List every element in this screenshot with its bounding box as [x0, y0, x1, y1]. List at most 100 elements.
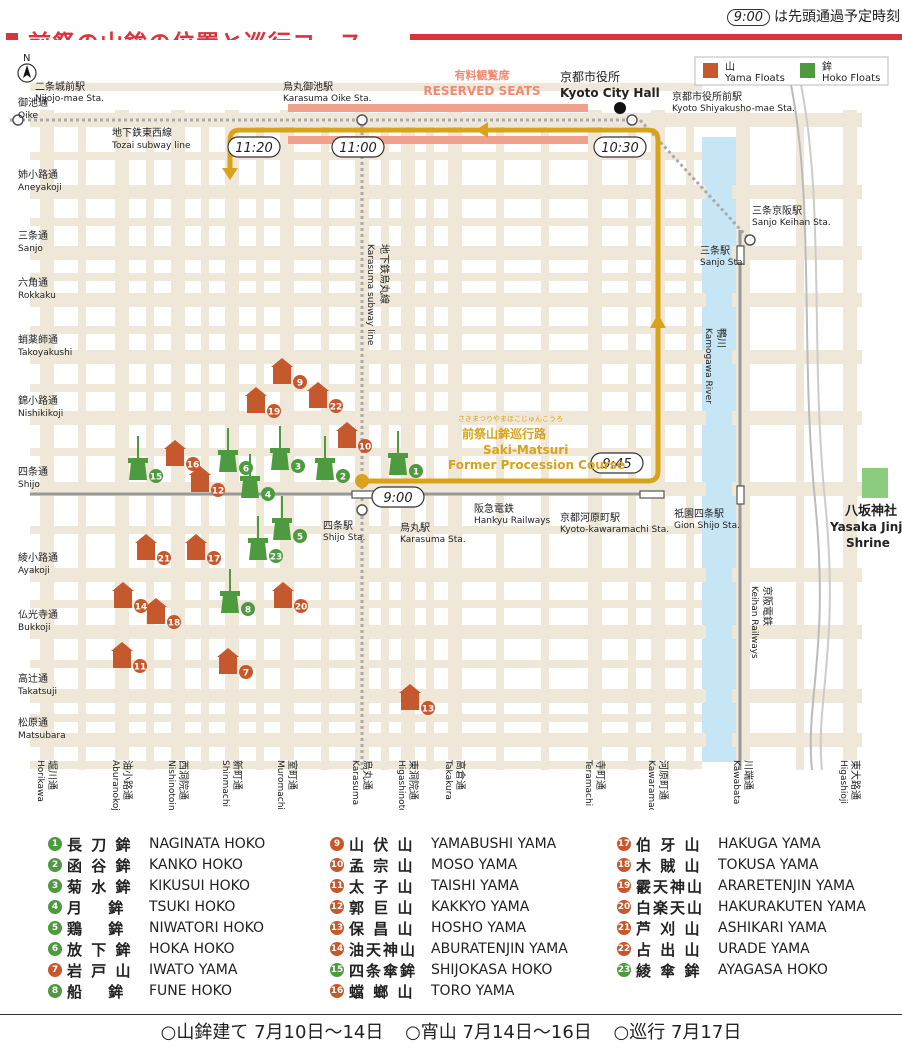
ew-street-en: Ayakoji — [18, 566, 50, 576]
minor-street-ew — [30, 761, 702, 769]
ns-street-jp: 川端通 — [742, 760, 755, 790]
hoko-8-roof — [220, 591, 240, 596]
yama-18-roof — [145, 598, 167, 607]
yama-13-roof — [399, 684, 421, 693]
float-badge-num-23: 23 — [270, 553, 283, 563]
yama-16-roof — [164, 440, 186, 449]
minor-street-ns — [628, 120, 636, 770]
float-badge-num-14: 14 — [135, 603, 148, 613]
station-jp: 四条駅 — [323, 519, 353, 532]
legend-name-jp: 綾 傘 鉾 — [636, 961, 702, 980]
ns-street-en: Aburanokoji — [110, 760, 120, 810]
float-badge-num-9: 9 — [297, 379, 303, 389]
minor-street-ns — [201, 120, 209, 770]
legend-name-jp: 白楽天山 — [636, 898, 705, 917]
float-badge-9 — [293, 375, 307, 389]
ew-street-en: Shijo — [18, 480, 40, 490]
ns-street-en: Shinmachi — [220, 760, 230, 807]
street-nishinotoin — [171, 110, 185, 760]
hoko-1-roof — [388, 453, 408, 458]
legend-name-en: AYAGASA HOKO — [718, 962, 828, 978]
ns-street-jp: 東大路通 — [849, 760, 862, 800]
time-note-text: は先頭通過予定時刻 — [774, 9, 900, 25]
course-label-jp: 前祭山鉾巡行路 — [462, 426, 547, 441]
north-label: N — [23, 53, 30, 64]
legend-name-en: YAMABUSHI YAMA — [431, 836, 557, 852]
float-badge-13 — [421, 701, 435, 715]
route-arrow-down — [222, 168, 238, 180]
station-jp: 京都河原町駅 — [560, 511, 620, 524]
legend-name-jp: 菊 水 鉾 — [67, 877, 133, 896]
course-ruby: さきまつりやまほこじゅんこうろ — [458, 415, 563, 423]
ns-street-en: Teramachi — [583, 759, 593, 806]
legend-name-en: ASHIKARI YAMA — [718, 920, 827, 936]
legend-num-badge: 5 — [48, 921, 62, 935]
legend-name-jp: 霰天神山 — [636, 877, 705, 896]
float-badge-num-4: 4 — [265, 491, 271, 501]
legend-name-en: ARARETENJIN YAMA — [718, 878, 855, 894]
title-rule — [410, 34, 902, 44]
time-pill-bg — [331, 136, 385, 158]
station-en: Kyoto Shiyakusho-mae Sta. — [672, 104, 795, 114]
legend-name-en: URADE YAMA — [718, 941, 810, 957]
ns-street-jp: 室町通 — [286, 760, 299, 790]
ew-street-en: Aneyakoji — [18, 183, 62, 193]
hoko-5-icon — [273, 522, 291, 540]
course-label-en2: Former Procession Course — [448, 458, 625, 472]
station-marker — [744, 234, 756, 246]
yama-21-icon — [137, 542, 155, 560]
yama-17-icon — [187, 542, 205, 560]
station-en: Karasuma Sta. — [400, 535, 466, 545]
legend-num-badge: 20 — [617, 900, 631, 914]
ns-street-jp: 高倉通 — [454, 760, 467, 790]
minor-street-ns — [146, 120, 154, 770]
float-badge-18 — [167, 615, 181, 629]
legend-name-en: HAKURAKUTEN YAMA — [718, 899, 866, 915]
ew-street-en: Takoyakushi — [17, 348, 72, 358]
legend-name-en: HAKUGA YAMA — [718, 836, 821, 852]
legend-name-jp: 長 刀 鉾 — [67, 835, 133, 854]
ew-street-en: Bukkoji — [18, 623, 51, 633]
float-badge-10 — [358, 439, 372, 453]
legend-name-jp: 木 賊 山 — [636, 856, 702, 875]
float-badge-num-10: 10 — [359, 443, 372, 453]
reserved-seats-en: RESERVED SEATS — [423, 84, 540, 98]
map-legend-yama-swatch — [703, 63, 718, 78]
minor-street-ns — [496, 120, 504, 770]
legend-num-badge: 8 — [48, 984, 62, 998]
legend-name-jp: 四条傘鉾 — [349, 961, 418, 980]
legend-name-en: KAKKYO YAMA — [431, 899, 530, 915]
yasaka-shrine-area — [862, 468, 888, 498]
station-platform — [736, 485, 745, 505]
time-pill-10-30: 10:30 — [601, 141, 638, 156]
legend-num-badge: 1 — [48, 837, 62, 851]
hoko-8-icon — [221, 595, 239, 613]
station-en: Kyoto-kawaramachi Sta. — [560, 525, 669, 535]
hoko-6-icon — [219, 454, 237, 472]
hoko-2-icon — [316, 462, 334, 480]
legend-name-jp: 太 子 山 — [349, 877, 415, 896]
legend-name-jp: 船 鉾 — [67, 982, 126, 1001]
float-badge-15 — [149, 469, 163, 483]
float-badge-num-16: 16 — [187, 461, 200, 471]
float-badge-22 — [329, 399, 343, 413]
float-badge-20 — [294, 599, 308, 613]
legend-num-badge: 18 — [617, 858, 631, 872]
legend-num-badge: 13 — [330, 921, 344, 935]
hoko-3-roof — [270, 448, 290, 453]
yama-14-roof — [112, 582, 134, 591]
float-badge-num-17: 17 — [208, 555, 221, 565]
ns-street-en: Karasuma — [350, 760, 360, 805]
legend-name-jp: 函 谷 鉾 — [67, 856, 133, 875]
float-badge-4 — [261, 487, 275, 501]
time-pill-bg — [371, 486, 425, 508]
kamogawa-river-top — [706, 137, 732, 762]
course-label-en1: Saki-Matsuri — [483, 443, 568, 457]
time-pill: 9:00 — [726, 9, 770, 26]
